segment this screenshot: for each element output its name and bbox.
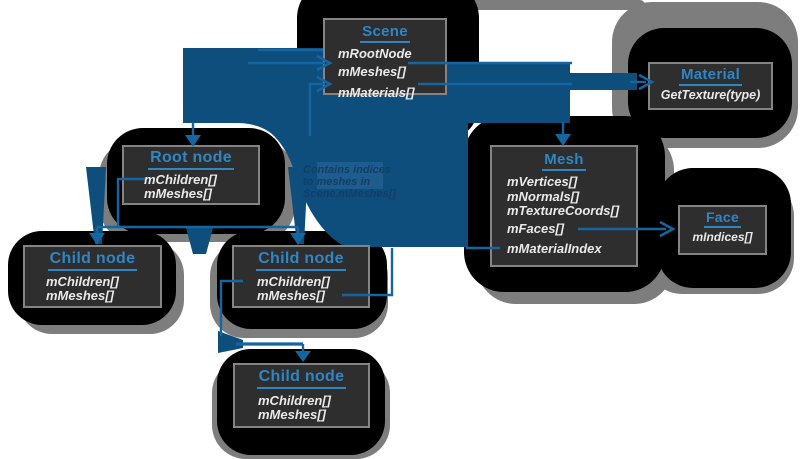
line-into-scene-mmaterials <box>308 82 325 136</box>
field-material-gettexture: GetTexture(type) <box>660 88 761 102</box>
child-middle-title-text: Child node <box>256 250 346 271</box>
face-class-box: Face mIndices[] <box>678 205 767 255</box>
thick-arrow-root-to-child-left <box>86 167 106 244</box>
child-node-left-box: Child node mChildren[] mMeshes[] <box>23 245 162 308</box>
line-childmid-mmeshes-up <box>342 248 394 297</box>
mesh-note-line1: Contains indices <box>303 164 392 176</box>
child-bottom-title: Child node <box>235 368 368 389</box>
field-childbot-mchildren: mChildren[] <box>258 393 331 408</box>
field-childmid-mmeshes: mMeshes[] <box>257 288 325 303</box>
material-title-text: Material <box>678 66 743 86</box>
thick-arrow-root-to-child-middle <box>288 167 308 244</box>
line-childmid-mchildren-elbow <box>219 279 243 336</box>
scene-title-text: Scene <box>360 23 410 43</box>
field-childmid-mchildren: mChildren[] <box>257 274 330 289</box>
mesh-note-line2: to meshes in <box>303 176 371 188</box>
field-scene-mmaterials: mMaterials[] <box>338 85 415 100</box>
field-root-mchildren: mChildren[] <box>144 172 217 187</box>
field-mesh-mtexturecoords: mTextureCoords[] <box>507 203 620 218</box>
arrow-to-child-bottom-head <box>295 351 311 362</box>
thick-arrow-gap-remnant <box>186 228 213 254</box>
child-left-title: Child node <box>25 250 160 271</box>
field-face-mindices: mIndices[] <box>692 230 753 244</box>
root-node-title-text: Root node <box>148 149 234 170</box>
mesh-note-highlight <box>317 162 383 189</box>
child-node-middle-box: Child node mChildren[] mMeshes[] <box>232 245 370 308</box>
field-mesh-mmaterialindex: mMaterialIndex <box>507 241 602 256</box>
field-childbot-mmeshes: mMeshes[] <box>258 407 326 422</box>
material-title: Material <box>650 66 771 86</box>
arrow-to-mesh-head <box>555 134 571 146</box>
field-childleft-mmeshes: mMeshes[] <box>46 288 114 303</box>
chevron-into-material <box>638 73 655 91</box>
root-node-title: Root node <box>124 149 258 170</box>
mesh-title-text: Mesh <box>542 151 586 171</box>
arrow-to-child-left-head <box>89 233 105 245</box>
child-left-title-text: Child node <box>47 250 138 271</box>
mesh-title: Mesh <box>492 151 636 171</box>
scene-title: Scene <box>325 23 445 43</box>
field-mesh-mvertices: mVertices[] <box>507 174 578 189</box>
mesh-note: Contains indices to meshes in Scene.mMes… <box>303 164 396 200</box>
face-title: Face <box>680 209 765 228</box>
arrow-scene-to-rootnode-head <box>185 135 201 147</box>
field-root-mmeshes: mMeshes[] <box>144 186 212 201</box>
child-bottom-title-text: Child node <box>256 368 347 389</box>
mesh-class-box: Mesh mVertices[] mNormals[] mTextureCoor… <box>490 145 638 267</box>
child-node-bottom-box: Child node mChildren[] mMeshes[] <box>233 363 370 428</box>
material-class-box: Material GetTexture(type) <box>648 62 773 110</box>
field-mesh-mnormals: mNormals[] <box>507 188 580 204</box>
thick-flare-child-to-child <box>218 331 243 353</box>
field-mesh-mfaces: mFaces[] <box>507 220 565 236</box>
root-node-box: Root node mChildren[] mMeshes[] <box>122 145 260 205</box>
field-childleft-mchildren: mChildren[] <box>46 274 119 289</box>
child-middle-title: Child node <box>234 250 368 271</box>
chevron-into-scene-mmaterials <box>316 75 333 93</box>
line-root-mchildren-elbow <box>116 177 145 227</box>
scene-class-box: Scene mRootNode mMeshes[] mMaterials[] <box>323 18 447 100</box>
field-scene-mmeshes: mMeshes[] <box>338 64 406 79</box>
chevron-into-face <box>659 220 676 238</box>
field-scene-mrootnode: mRootNode <box>338 46 412 61</box>
arrow-to-child-middle-head <box>290 233 306 245</box>
thick-arrow-main-mass <box>183 48 637 247</box>
mesh-note-line3: Scene.mMeshes[] <box>303 188 396 200</box>
chevron-into-scene-mmeshes <box>316 54 333 72</box>
face-title-text: Face <box>703 209 742 228</box>
